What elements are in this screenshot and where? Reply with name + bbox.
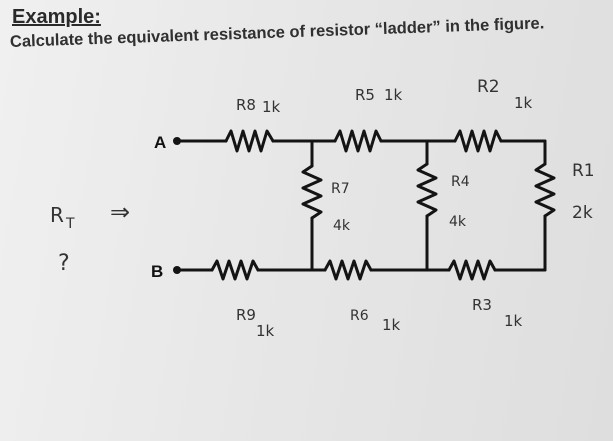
r1-value: 2k xyxy=(572,203,593,223)
r7-name: R7 xyxy=(331,181,350,197)
resistor-r5 xyxy=(333,129,383,153)
r3-name: R3 xyxy=(472,296,492,314)
r7-value: 4k xyxy=(333,218,351,234)
resistor-r2 xyxy=(453,129,503,153)
rt-arrow: ⇒ xyxy=(110,198,130,226)
r8-name: R8 xyxy=(236,96,256,114)
resistor-r3 xyxy=(447,259,497,281)
resistor-r9 xyxy=(210,259,260,281)
rt-unknown: ? xyxy=(58,251,70,276)
terminal-a-dot xyxy=(173,137,181,145)
r2-value: 1k xyxy=(514,94,533,112)
r2-name: R2 xyxy=(477,77,500,97)
r5-value: 1k xyxy=(384,86,403,104)
r9-value: 1k xyxy=(256,322,275,340)
example-heading: Example: xyxy=(12,6,101,28)
r5-name: R5 xyxy=(355,86,375,104)
r6-name: R6 xyxy=(350,308,369,324)
r1-name: R1 xyxy=(572,161,595,181)
node-a-label: A xyxy=(154,133,166,152)
r9-name: R9 xyxy=(236,306,256,324)
r8-value: 1k xyxy=(262,98,281,116)
rt-subscript: T xyxy=(65,216,75,232)
resistor-r6 xyxy=(323,259,373,281)
rt-label: R xyxy=(50,203,64,227)
resistor-r7 xyxy=(301,164,323,220)
resistor-r4 xyxy=(416,162,438,218)
r4-value: 4k xyxy=(449,214,467,230)
r3-value: 1k xyxy=(504,312,523,330)
r6-value: 1k xyxy=(382,316,401,334)
resistor-r8 xyxy=(224,129,275,153)
terminal-b-dot xyxy=(173,266,181,274)
node-b-label: B xyxy=(151,262,163,281)
resistor-r1 xyxy=(534,162,556,218)
r4-name: R4 xyxy=(451,174,470,190)
